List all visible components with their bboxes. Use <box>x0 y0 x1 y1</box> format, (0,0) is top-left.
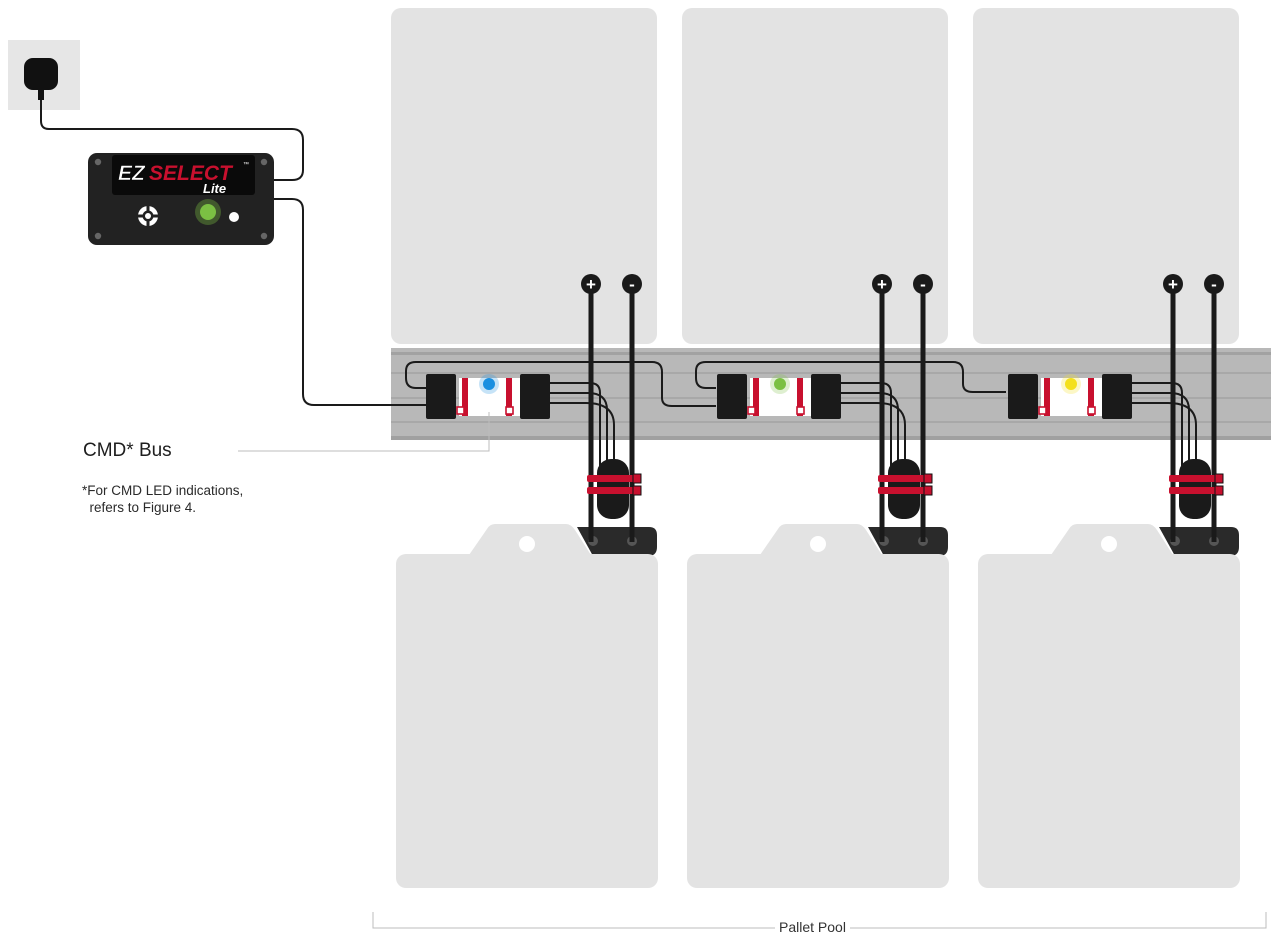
ezselect-lite-device: EZ SELECT ™ Lite <box>88 153 274 245</box>
positive-terminal-icon: + <box>581 274 601 294</box>
bus-cable <box>268 198 426 406</box>
device-label-panel <box>112 155 255 195</box>
battery-bottom-1 <box>396 524 658 888</box>
cable-tie <box>587 487 637 494</box>
lid-hole <box>1101 536 1117 552</box>
device-status-led <box>200 204 216 220</box>
screw-icon <box>260 232 268 240</box>
brand-trademark: ™ <box>243 161 249 168</box>
device-white-indicator <box>229 212 239 222</box>
lid-hole <box>519 536 535 552</box>
screw-icon <box>94 232 102 240</box>
lid-hole <box>810 536 826 552</box>
svg-text:+: + <box>586 275 596 294</box>
battery-bottom-2 <box>687 524 949 888</box>
positive-terminal-icon: + <box>1163 274 1183 294</box>
brand-select: SELECT <box>149 162 234 185</box>
wall-outlet <box>8 40 80 110</box>
cable-tie <box>1169 487 1219 494</box>
positive-terminal-icon: + <box>872 274 892 294</box>
brand-ez: EZ <box>118 162 146 185</box>
cable-tie <box>878 487 928 494</box>
battery-panel-top-1 <box>391 8 657 344</box>
svg-text:-: - <box>629 275 635 294</box>
battery-panel-top-2 <box>682 8 948 344</box>
select-button[interactable] <box>137 205 159 227</box>
cmd-status-led <box>1065 378 1077 390</box>
cable-tie <box>587 475 637 482</box>
power-cable <box>40 100 304 181</box>
svg-text:-: - <box>920 275 926 294</box>
bus-loop-2 <box>695 361 1006 393</box>
negative-terminal-icon: - <box>622 274 642 294</box>
model-name: Lite <box>203 181 226 196</box>
cmd-status-led <box>483 378 495 390</box>
cable-tie <box>878 475 928 482</box>
screw-icon <box>94 158 102 166</box>
negative-terminal-icon: - <box>1204 274 1224 294</box>
cmd-module-3: +- <box>1008 274 1224 542</box>
bus-pointer-line <box>238 412 490 452</box>
screw-icon <box>260 158 268 166</box>
battery-panel-top-3 <box>973 8 1239 344</box>
cable-tie <box>1169 475 1219 482</box>
svg-text:+: + <box>1168 275 1178 294</box>
bus-loop-1 <box>405 361 716 407</box>
cmd-bus-label: CMD* Bus <box>83 440 172 461</box>
svg-text:+: + <box>877 275 887 294</box>
cmd-module-1: +- <box>426 274 642 542</box>
pallet-pool-label: Pallet Pool <box>775 919 850 935</box>
cmd-module-2: +- <box>717 274 933 542</box>
negative-terminal-icon: - <box>913 274 933 294</box>
cmd-bus-footnote: *For CMD LED indications, refers to Figu… <box>82 483 244 515</box>
cmd-status-led <box>774 378 786 390</box>
battery-bottom-3 <box>978 524 1240 888</box>
svg-text:-: - <box>1211 275 1217 294</box>
